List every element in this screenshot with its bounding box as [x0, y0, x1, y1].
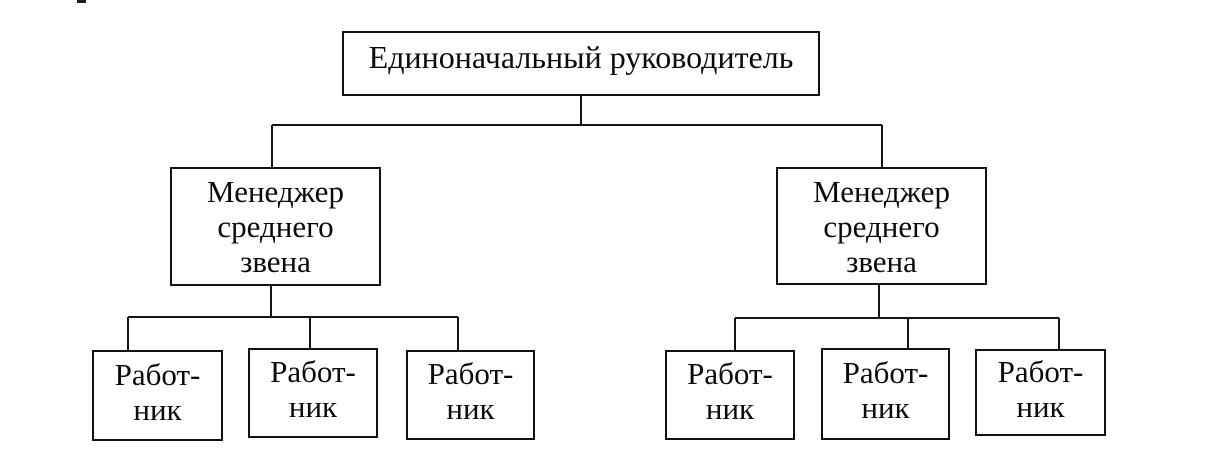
manager-node-left: Менеджер среднего звена: [170, 167, 381, 286]
worker-node-1: Работ- ник: [92, 350, 223, 441]
worker-node-3: Работ- ник: [406, 350, 535, 440]
worker-node-3-label: Работ- ник: [427, 356, 514, 426]
worker-node-4: Работ- ник: [665, 350, 795, 440]
manager-node-right: Менеджер среднего звена: [776, 167, 987, 285]
root-node: Единоначальный руководитель: [342, 31, 820, 96]
worker-node-4-label: Работ- ник: [687, 356, 773, 426]
worker-node-5: Работ- ник: [821, 348, 950, 440]
worker-node-6-label: Работ- ник: [997, 353, 1084, 424]
worker-node-2-label: Работ- ник: [270, 354, 356, 424]
worker-node-1-label: Работ- ник: [114, 356, 201, 427]
manager-node-right-label: Менеджер среднего звена: [813, 173, 950, 279]
worker-node-6: Работ- ник: [975, 349, 1106, 436]
root-node-label: Единоначальный руководитель: [368, 39, 794, 75]
cropped-text-fragment: [77, 0, 86, 3]
worker-node-5-label: Работ- ник: [842, 355, 929, 425]
worker-node-2: Работ- ник: [248, 348, 378, 438]
manager-node-left-label: Менеджер среднего звена: [207, 174, 344, 279]
